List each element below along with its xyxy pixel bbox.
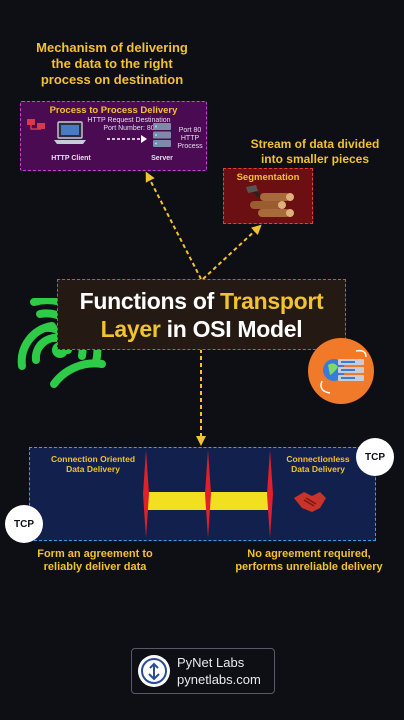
caption-line: process on destination: [40, 71, 184, 87]
port-line: Process: [177, 143, 203, 151]
connection-oriented-label: Connection Oriented Data Delivery: [38, 454, 148, 474]
process-delivery-caption: Mechanism of delivering the data to the …: [22, 40, 202, 88]
segmentation-title: Segmentation: [236, 172, 300, 183]
caption-line: No agreement required,: [247, 548, 371, 560]
caption-line: Form an agreement to: [37, 548, 153, 560]
title-line-2: Layer in OSI Model: [58, 316, 345, 343]
connectionless-caption: No agreement required, performs unreliab…: [224, 548, 394, 575]
port-line: HTTP: [180, 135, 200, 143]
caption-line: the data to the right: [51, 55, 173, 71]
process-delivery-title: Process to Process Delivery: [49, 105, 178, 116]
connection-types-box: Connection Oriented Data Delivery Connec…: [29, 447, 376, 541]
caption-line: Mechanism of delivering: [36, 40, 188, 55]
connectionless-label: Connectionless Data Delivery: [268, 454, 368, 474]
network-cable-icon: [27, 119, 45, 130]
label-line: Connectionless: [286, 454, 350, 464]
title-accent-text: Layer: [100, 316, 161, 342]
title-text: in OSI Model: [160, 316, 303, 342]
segmentation-box: Segmentation: [223, 168, 313, 224]
caption-line: reliably deliver data: [43, 561, 147, 574]
brand-logo-box: PyNet Labs pynetlabs.com: [131, 648, 275, 694]
data-pipe-diagram: [143, 450, 273, 538]
caption-line: Stream of data divided: [250, 137, 380, 151]
title-line-1: Functions of Transport: [58, 288, 345, 315]
request-line: HTTP Request Destination: [87, 117, 171, 124]
label-line: Data Delivery: [66, 464, 120, 475]
tcp-badge-left: TCP: [5, 505, 43, 543]
handshake-icon: [294, 492, 326, 512]
connection-oriented-caption: Form an agreement to reliably deliver da…: [20, 548, 170, 575]
dashed-arrow-icon: [107, 135, 147, 143]
client-label: HTTP Client: [51, 155, 91, 162]
port-process-text: Port 80 HTTP Process: [175, 127, 205, 151]
arrow-to-process-box: [145, 171, 202, 280]
port-line: Port 80: [178, 127, 202, 134]
title-accent-text: Transport: [220, 288, 324, 314]
brand-name: PyNet Labs: [177, 655, 245, 670]
server-label: Server: [151, 155, 173, 162]
brand-url: pynetlabs.com: [177, 672, 261, 687]
label-line: Connection Oriented: [50, 454, 136, 464]
laptop-icon: [54, 121, 86, 144]
arrow-to-segmentation: [202, 224, 262, 280]
caption-line: into smaller pieces: [260, 151, 370, 166]
server-icon: [153, 123, 171, 147]
logs-icon: [246, 185, 294, 217]
tcp-badge-right: TCP: [356, 438, 394, 476]
request-line: Port Number: 80: [103, 125, 155, 133]
caption-line: performs unreliable delivery: [235, 561, 383, 574]
title-text: Functions of: [79, 288, 221, 314]
process-delivery-box: Process to Process Delivery HTTP Request…: [20, 101, 207, 171]
segmentation-caption: Stream of data divided into smaller piec…: [232, 137, 398, 166]
brand-logo-icon: [138, 655, 170, 687]
http-request-text: HTTP Request Destination Port Number: 80: [87, 117, 171, 133]
globe-network-icon: [308, 338, 374, 404]
main-title-box: Functions of Transport Layer in OSI Mode…: [57, 279, 346, 350]
label-line: Data Delivery: [291, 464, 345, 475]
